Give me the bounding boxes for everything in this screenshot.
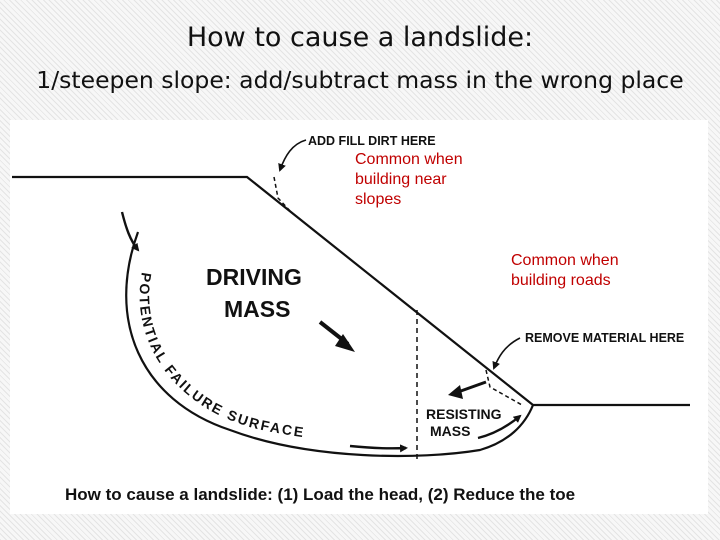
slip-arrow-toe (477, 414, 522, 440)
resisting-mass-label-line1: RESISTING (426, 406, 502, 422)
resisting-mass-arrowhead (448, 385, 463, 399)
resisting-mass-label-line2: MASS (430, 423, 470, 439)
slip-arrow-bottom (349, 444, 408, 453)
road-note: Common when building roads (511, 252, 619, 289)
remove-material-label: REMOVE MATERIAL HERE (525, 331, 684, 345)
toe-removal-wedge-line (485, 369, 523, 406)
diagram-svg: ADD FILL DIRT HERE DRIVING MASS REMOVE M… (12, 134, 690, 504)
diagram-caption: How to cause a landslide: (1) Load the h… (65, 485, 575, 504)
ground-profile-line (12, 175, 690, 407)
driving-mass-arrowhead (335, 334, 355, 352)
fill-dirt-wedge-line (273, 176, 293, 214)
fill-note: Common when building near slopes (355, 151, 463, 208)
slip-arrow-upper (120, 211, 140, 252)
add-fill-pointer-arrow (278, 139, 307, 172)
slide-subtitle: 1/steepen slope: add/subtract mass in th… (36, 66, 684, 94)
driving-mass-label-line1: DRIVING (206, 264, 302, 290)
resisting-mass-arrow (457, 380, 487, 394)
remove-material-pointer-arrow (492, 337, 521, 370)
slide-title: How to cause a landslide: (186, 22, 534, 53)
landslide-diagram: ADD FILL DIRT HERE DRIVING MASS REMOVE M… (10, 120, 708, 514)
driving-mass-label-line2: MASS (224, 296, 290, 322)
failure-surface-arc (125, 231, 535, 458)
add-fill-label: ADD FILL DIRT HERE (308, 134, 436, 148)
